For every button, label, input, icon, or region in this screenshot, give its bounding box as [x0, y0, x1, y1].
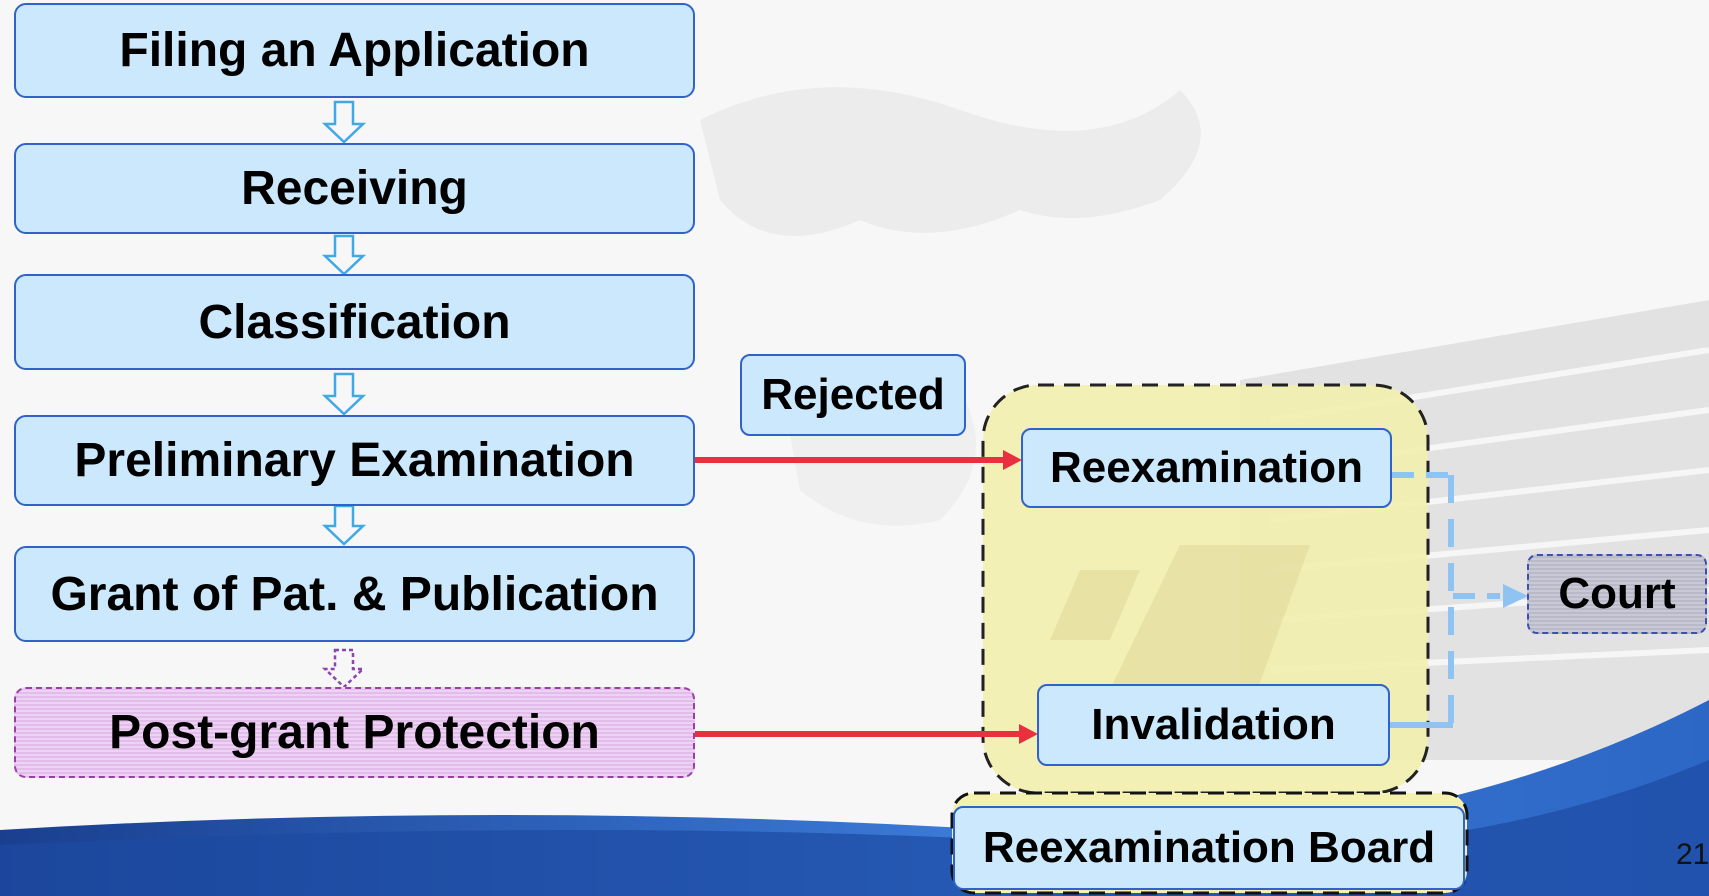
reexamination-label: Reexamination [1050, 443, 1363, 492]
step-preliminary-examination: Preliminary Examination [14, 415, 695, 506]
down-arrow-icon [321, 234, 367, 276]
page-number: 21 [1676, 838, 1709, 871]
red-arrow-to-reexamination [695, 450, 1022, 470]
reexamination-board-box: Reexamination Board [953, 806, 1465, 890]
rejected-label: Rejected [761, 370, 945, 419]
dashed-down-arrow-icon [321, 648, 367, 689]
world-map-watermark [700, 87, 1201, 236]
down-arrow-icon [321, 372, 367, 416]
step-grant-publication: Grant of Pat. & Publication [14, 546, 695, 642]
arrow-to-court-icon [1503, 584, 1528, 608]
down-arrow-icon [321, 504, 367, 546]
court-box: Court [1527, 554, 1707, 634]
invalidation-box: Invalidation [1037, 684, 1390, 766]
step-filing-application: Filing an Application [14, 3, 695, 98]
reexamination-box: Reexamination [1021, 428, 1392, 508]
down-arrow-icon [321, 100, 367, 144]
step-label: Preliminary Examination [74, 434, 635, 487]
step-label: Filing an Application [119, 24, 590, 77]
invalidation-label: Invalidation [1091, 700, 1336, 749]
step-label: Classification [198, 295, 511, 349]
red-arrow-to-invalidation [695, 724, 1038, 744]
ip-logo-watermark [1050, 545, 1310, 710]
court-label: Court [1558, 569, 1676, 618]
step-post-grant-protection: Post-grant Protection [14, 687, 695, 778]
step-receiving: Receiving [14, 143, 695, 234]
step-label: Grant of Pat. & Publication [50, 567, 659, 621]
step-label: Receiving [241, 162, 468, 215]
rejected-label-box: Rejected [740, 354, 966, 436]
step-label: Post-grant Protection [109, 706, 600, 759]
step-classification: Classification [14, 274, 695, 370]
reexamination-board-label: Reexamination Board [982, 823, 1436, 872]
